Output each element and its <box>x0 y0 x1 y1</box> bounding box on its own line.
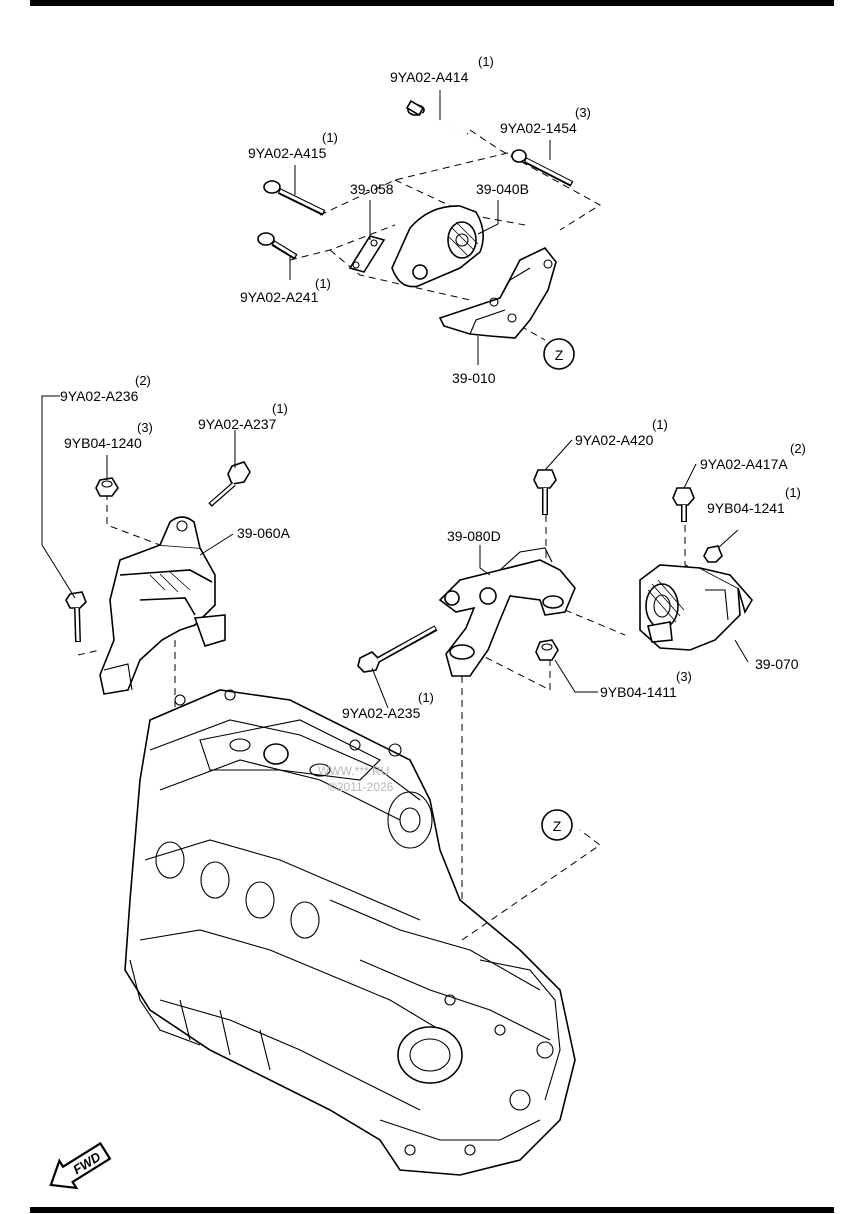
label-39-060a: 39-060A <box>237 525 291 541</box>
reference-mark-z-label: Z <box>555 347 564 363</box>
svg-text:9YA02-A414: 9YA02-A414 <box>390 69 469 85</box>
mount-39-060a-icon <box>99 516 226 695</box>
label-39-040b: 39-040B <box>476 181 529 197</box>
label-9ya02-a415: (1) 9YA02-A415 <box>248 130 338 161</box>
part-labels: (1) 9YA02-A414 (3) 9YA02-1454 (1) 9YA02-… <box>60 54 806 721</box>
svg-text:(2): (2) <box>135 373 151 388</box>
bolt-a420-icon <box>533 469 557 515</box>
svg-text:(3): (3) <box>137 420 153 435</box>
mount-39-070-icon <box>639 564 753 651</box>
label-9ya02-1454: (3) 9YA02-1454 <box>500 105 591 136</box>
svg-text:9YA02-A415: 9YA02-A415 <box>248 145 327 161</box>
mount-39-040b-icon <box>391 205 484 288</box>
fwd-arrow-icon: FWD <box>49 1141 112 1190</box>
svg-text:(2): (2) <box>790 441 806 456</box>
bolt-a236-icon <box>65 591 87 643</box>
top-border <box>30 0 834 6</box>
bolt-a235-icon <box>357 625 438 673</box>
bracket-39-080d-icon <box>438 547 576 677</box>
label-9yb04-1411: (3) 9YB04-1411 <box>600 669 692 700</box>
svg-text:9YA02-A235: 9YA02-A235 <box>342 705 421 721</box>
label-9ya02-a414: (1) 9YA02-A414 <box>390 54 494 85</box>
label-39-070: 39-070 <box>755 656 799 672</box>
svg-text:39-080D: 39-080D <box>447 528 501 544</box>
bolt-a241-icon <box>257 232 298 260</box>
svg-text:9YA02-A241: 9YA02-A241 <box>240 289 319 305</box>
bottom-border <box>30 1207 834 1213</box>
right-mount-group <box>357 469 753 940</box>
svg-text:(1): (1) <box>315 276 331 291</box>
engine-assembly-drawing <box>124 689 576 1176</box>
watermark-line-1: WWW.***.RU <box>318 764 389 778</box>
svg-text:39-060A: 39-060A <box>237 525 291 541</box>
watermark: WWW.***.RU ©2011-2026 <box>318 764 394 794</box>
svg-text:39-040B: 39-040B <box>476 181 529 197</box>
svg-text:9YA02-A236: 9YA02-A236 <box>60 388 139 404</box>
top-mount-group <box>257 99 601 341</box>
watermark-line-2: ©2011-2026 <box>328 780 394 794</box>
svg-text:9YB04-1240: 9YB04-1240 <box>64 435 142 451</box>
label-9yb04-1241: (1) 9YB04-1241 <box>707 485 801 516</box>
label-9ya02-a417a: (2) 9YA02-A417A <box>700 441 806 472</box>
label-9ya02-a237: (1) 9YA02-A237 <box>198 401 288 432</box>
svg-text:9YB04-1241: 9YB04-1241 <box>707 500 785 516</box>
svg-text:(1): (1) <box>272 401 288 416</box>
svg-text:9YA02-A417A: 9YA02-A417A <box>700 456 788 472</box>
label-9yb04-1240: (3) 9YB04-1240 <box>64 420 153 451</box>
nut-1411-icon <box>535 639 559 661</box>
svg-text:(1): (1) <box>785 485 801 500</box>
svg-text:9YB04-1411: 9YB04-1411 <box>600 684 677 700</box>
left-mount-group <box>65 461 251 720</box>
bolt-a415-icon <box>263 180 326 216</box>
reference-mark-z-label: Z <box>553 818 562 834</box>
svg-text:9YA02-1454: 9YA02-1454 <box>500 120 577 136</box>
svg-text:(3): (3) <box>676 669 692 684</box>
leader-lines <box>41 90 749 709</box>
svg-text:39-070: 39-070 <box>755 656 799 672</box>
svg-text:39-010: 39-010 <box>452 370 496 386</box>
svg-text:(1): (1) <box>652 417 668 432</box>
svg-text:(1): (1) <box>322 130 338 145</box>
bolt-1454-icon <box>511 149 574 187</box>
label-39-080d: 39-080D <box>447 528 501 544</box>
label-9ya02-a241: (1) 9YA02-A241 <box>240 276 331 305</box>
plate-39-058-icon <box>348 235 386 273</box>
label-9ya02-a235: (1) 9YA02-A235 <box>342 690 434 721</box>
label-39-010: 39-010 <box>452 370 496 386</box>
svg-text:(1): (1) <box>478 54 494 69</box>
bracket-39-010-icon <box>438 247 557 339</box>
reference-mark-z-bottom: Z <box>541 809 573 841</box>
label-9ya02-a420: (1) 9YA02-A420 <box>575 417 668 448</box>
label-39-058: 39-058 <box>350 181 394 197</box>
bolt-a414-icon <box>405 99 469 135</box>
bolt-a417a-icon <box>672 487 695 522</box>
nut-1241-icon <box>703 545 723 563</box>
svg-text:9YA02-A420: 9YA02-A420 <box>575 432 654 448</box>
label-9ya02-a236: (2) 9YA02-A236 <box>60 373 151 404</box>
svg-text:39-058: 39-058 <box>350 181 394 197</box>
bolt-a237-icon <box>208 461 251 507</box>
svg-text:(1): (1) <box>418 690 434 705</box>
svg-text:9YA02-A237: 9YA02-A237 <box>198 416 277 432</box>
reference-mark-z-top: Z <box>543 338 575 370</box>
nut-1240-icon <box>95 477 119 497</box>
svg-text:(3): (3) <box>575 105 591 120</box>
